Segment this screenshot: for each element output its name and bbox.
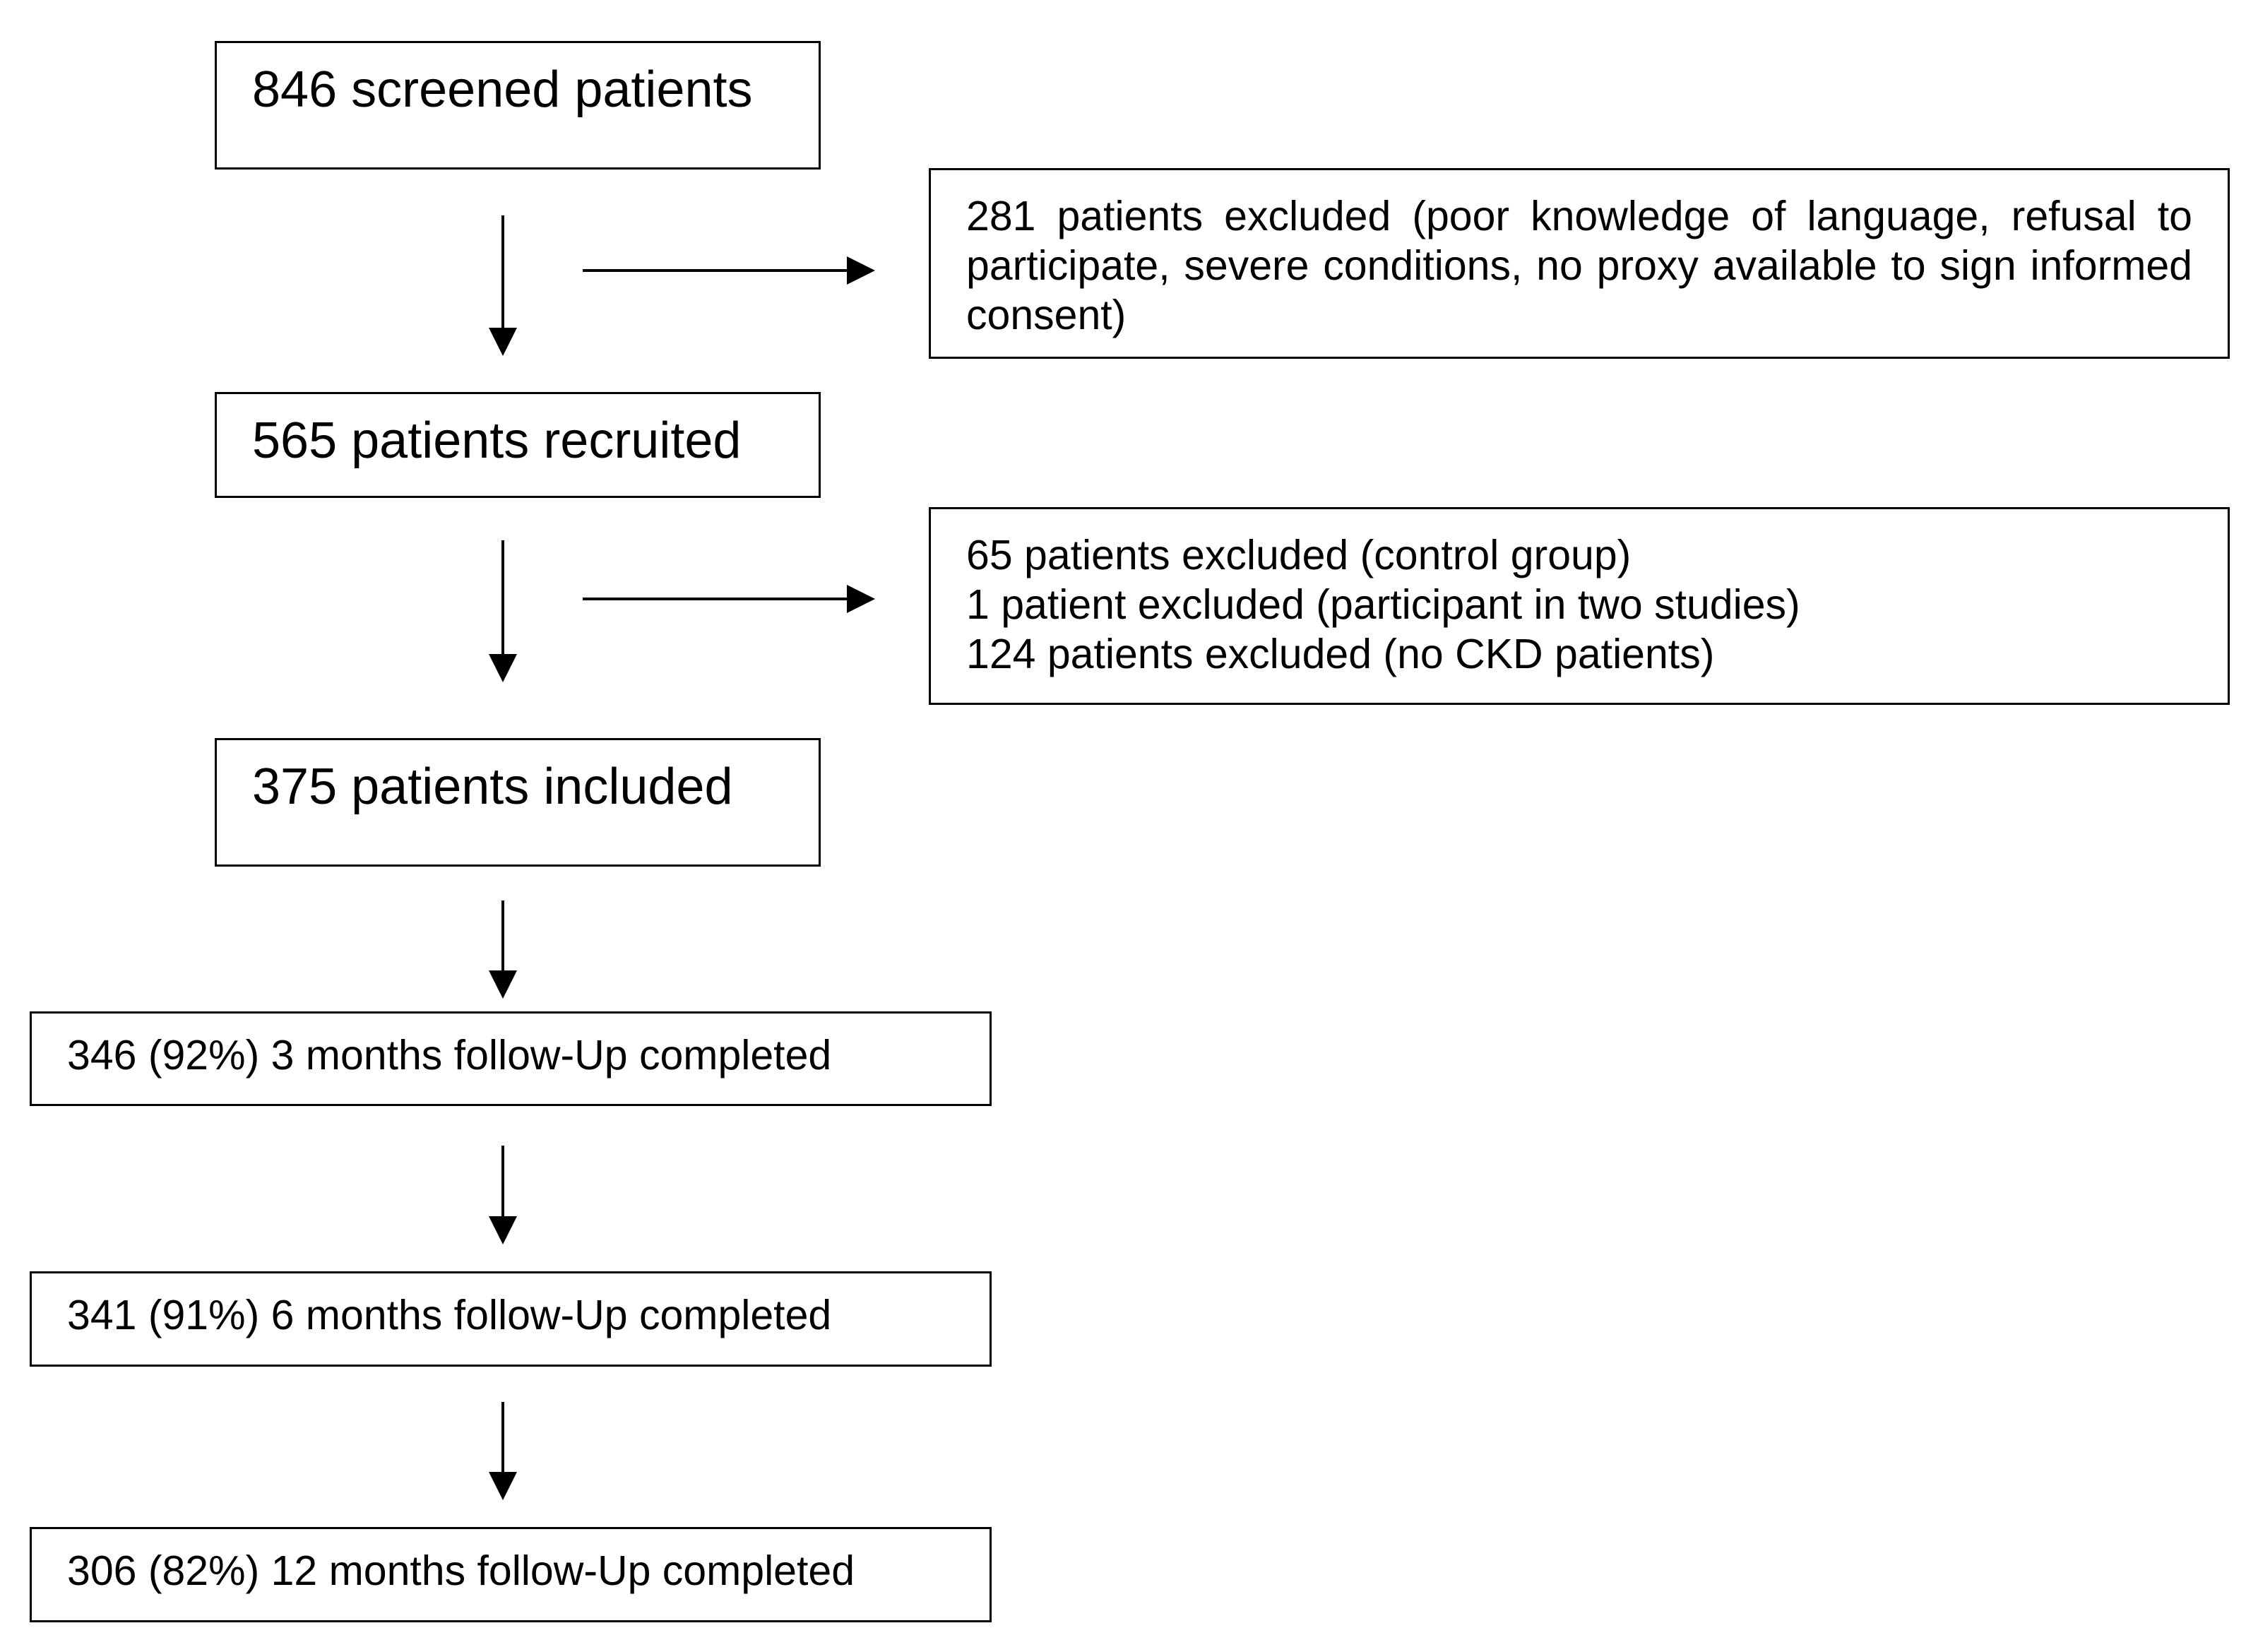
- screened-patients-box: 846 screened patients: [215, 41, 821, 170]
- exclusion-1-text: 281 patients excluded (poor knowledge of…: [966, 193, 2192, 338]
- screened-patients-text: 846 screened patients: [252, 61, 753, 118]
- exclusion-box-1: 281 patients excluded (poor knowledge of…: [929, 168, 2230, 359]
- followup-3-months-text: 346 (92%) 3 months follow-Up completed: [67, 1032, 832, 1078]
- followup-6-months-text: 341 (91%) 6 months follow-Up completed: [67, 1292, 832, 1338]
- recruited-patients-text: 565 patients recruited: [252, 412, 742, 469]
- exclusion-2-item: 124 patients excluded (no CKD patients): [966, 631, 1715, 677]
- followup-6-months-box: 341 (91%) 6 months follow-Up completed: [30, 1271, 992, 1367]
- exclusion-2-item: 1 patient excluded (participant in two s…: [966, 581, 1800, 628]
- included-patients-text: 375 patients included: [252, 759, 733, 815]
- exclusion-2-list: 65 patients excluded (control group) 1 p…: [966, 530, 2192, 679]
- followup-12-months-text: 306 (82%) 12 months follow-Up completed: [67, 1547, 855, 1594]
- followup-3-months-box: 346 (92%) 3 months follow-Up completed: [30, 1011, 992, 1106]
- recruited-patients-box: 565 patients recruited: [215, 392, 821, 498]
- exclusion-box-2: 65 patients excluded (control group) 1 p…: [929, 507, 2230, 705]
- included-patients-box: 375 patients included: [215, 738, 821, 867]
- exclusion-2-item: 65 patients excluded (control group): [966, 532, 1632, 578]
- followup-12-months-box: 306 (82%) 12 months follow-Up completed: [30, 1527, 992, 1622]
